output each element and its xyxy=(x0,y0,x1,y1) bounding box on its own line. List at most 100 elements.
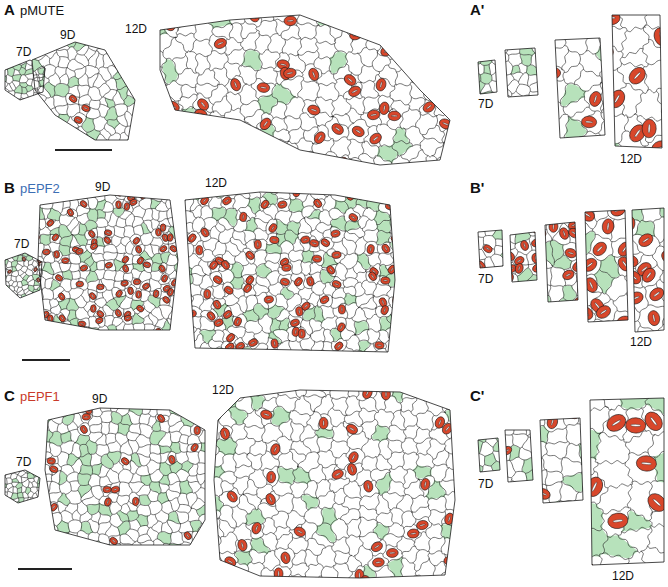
cell-wall xyxy=(273,14,275,20)
cell-wall xyxy=(25,272,27,274)
cell-wall xyxy=(175,37,188,52)
cell-wall xyxy=(212,51,224,54)
cell-wall xyxy=(28,98,33,99)
cell-wall xyxy=(285,37,301,40)
cell-wall xyxy=(26,68,34,72)
meristemoid-cell xyxy=(12,75,21,82)
cell-wall xyxy=(298,23,318,26)
cell-wall xyxy=(172,56,186,61)
cell-wall xyxy=(127,77,137,81)
cell-wall xyxy=(145,98,152,99)
cell-wall xyxy=(302,101,305,113)
cell-wall xyxy=(17,286,19,287)
cell-wall xyxy=(264,112,268,114)
cell-wall xyxy=(345,29,347,30)
cell-wall xyxy=(17,260,22,261)
cell-wall xyxy=(90,107,98,109)
cell-wall xyxy=(273,117,285,119)
cell-wall xyxy=(436,0,437,3)
cell-wall xyxy=(121,36,125,38)
cell-wall xyxy=(151,0,157,8)
meristemoid-cell xyxy=(32,293,37,301)
cell-wall xyxy=(19,82,21,83)
cell-wall xyxy=(127,125,132,126)
cell-wall xyxy=(260,141,267,144)
cell-wall xyxy=(258,132,260,141)
cell-wall xyxy=(55,108,59,114)
cell-wall xyxy=(50,65,56,68)
cell-wall xyxy=(1,59,3,62)
cell-wall xyxy=(23,105,25,106)
meristemoid-cell xyxy=(0,94,4,101)
cell-wall xyxy=(12,282,14,286)
cell-wall xyxy=(43,58,45,63)
cell-wall xyxy=(158,3,168,9)
cell-wall xyxy=(172,139,181,142)
cell-wall xyxy=(148,53,151,68)
cell-wall xyxy=(88,51,96,61)
cell-wall xyxy=(93,87,97,88)
meristemoid-cell xyxy=(447,158,465,176)
cell-wall xyxy=(13,100,15,106)
cell-wall xyxy=(14,63,15,65)
cell-wall xyxy=(168,166,184,177)
cell-wall xyxy=(197,73,199,75)
cell-wall xyxy=(103,39,108,42)
cell-wall xyxy=(47,120,49,123)
meristemoid-cell xyxy=(0,295,2,300)
cell-wall xyxy=(69,85,78,87)
meristemoid-cell xyxy=(38,68,45,74)
cell-wall xyxy=(110,89,116,90)
cell-wall xyxy=(32,249,37,251)
cell-wall xyxy=(454,22,465,24)
cell-wall xyxy=(347,25,352,29)
cell-wall xyxy=(389,65,397,72)
meristemoid-cell xyxy=(17,255,23,261)
cell-wall xyxy=(286,116,300,119)
cell-wall xyxy=(60,57,69,58)
meristemoid-cell xyxy=(2,251,9,258)
cell-wall xyxy=(43,99,45,100)
cell-wall xyxy=(36,265,38,267)
cell-wall xyxy=(22,102,23,104)
cell-wall xyxy=(78,86,80,98)
stoma xyxy=(429,9,442,24)
cell-wall xyxy=(155,138,169,147)
cell-wall xyxy=(243,47,247,50)
cell-wall xyxy=(133,125,139,135)
cell-wall xyxy=(421,170,423,171)
cell-wall xyxy=(6,60,8,62)
cell-wall xyxy=(128,40,130,49)
cell-wall xyxy=(68,58,70,61)
cell-wall xyxy=(361,177,363,180)
cell-wall xyxy=(37,90,39,92)
cell-wall xyxy=(138,99,139,100)
cell-wall xyxy=(313,172,315,180)
cell-wall xyxy=(456,157,465,161)
cell-wall xyxy=(395,72,397,85)
cell-wall xyxy=(312,144,313,151)
cell-wall xyxy=(253,176,255,180)
cell-wall xyxy=(258,0,276,1)
cell-wall xyxy=(212,67,224,70)
cell-wall xyxy=(165,97,168,101)
cell-wall xyxy=(4,98,6,100)
cell-wall xyxy=(36,248,38,251)
cell-wall xyxy=(125,77,127,81)
meristemoid-cell xyxy=(12,261,18,268)
cell-wall xyxy=(23,118,26,129)
meristemoid-cell xyxy=(7,301,12,303)
cell-wall xyxy=(437,152,453,160)
cell-wall xyxy=(378,179,393,182)
cell-wall xyxy=(405,10,407,19)
cell-wall xyxy=(319,157,322,167)
cell-wall xyxy=(84,55,88,61)
cell-wall xyxy=(21,95,23,104)
cell-wall xyxy=(42,46,44,48)
cell-wall xyxy=(226,96,231,109)
cell-wall xyxy=(268,102,277,114)
stoma xyxy=(258,116,273,132)
cell-wall xyxy=(202,156,215,158)
cell-wall xyxy=(85,67,87,73)
cell-wall xyxy=(410,84,412,96)
